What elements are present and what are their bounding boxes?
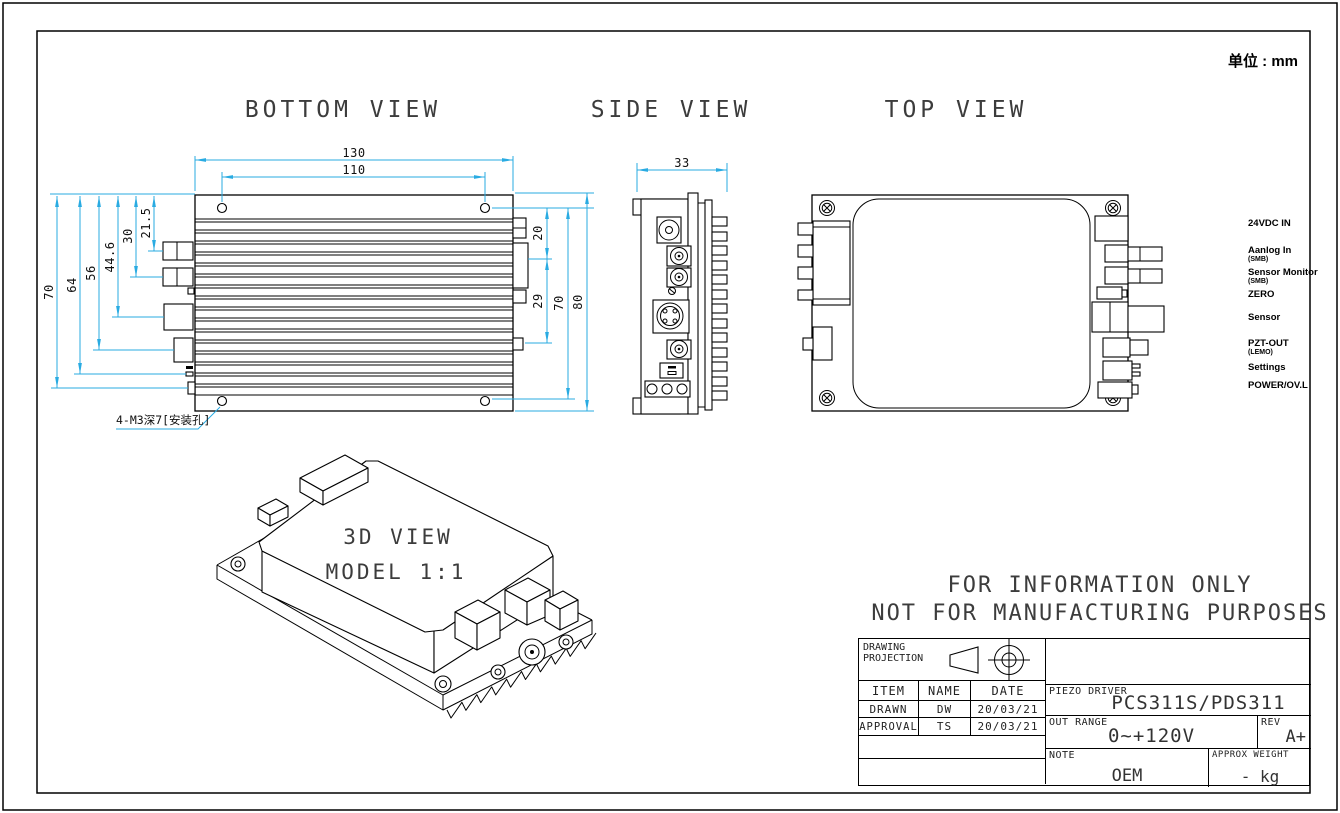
top-view-body bbox=[797, 194, 1165, 412]
heatsink-fins bbox=[195, 218, 513, 396]
title-block: DRAWING PROJECTION ITEM NAME DATE DRAWN … bbox=[858, 638, 1311, 787]
port-label-24vdc: 24VDC IN bbox=[1248, 218, 1291, 229]
dim-30-left: 30 bbox=[121, 228, 135, 244]
top-right-connectors bbox=[1091, 215, 1165, 399]
disclaimer-line-2: NOT FOR MANUFACTURING PURPOSES bbox=[871, 601, 1329, 626]
product-value: PCS311S/PDS311 bbox=[1111, 692, 1286, 714]
port-label-settings: Settings bbox=[1248, 362, 1286, 373]
dim-70-left: 70 bbox=[42, 284, 56, 300]
units-note: 单位 : mm bbox=[1228, 53, 1299, 70]
weight-label: APPROX WEIGHT bbox=[1212, 750, 1289, 760]
bottom-view-body bbox=[162, 194, 529, 412]
iso-dsub-connector bbox=[257, 454, 369, 527]
approval-date: 20/03/21 bbox=[971, 718, 1046, 736]
col-item: ITEM bbox=[859, 681, 919, 701]
note-cell: NOTE OEM bbox=[1046, 749, 1209, 787]
projection-cell: DRAWING PROJECTION bbox=[859, 639, 1046, 681]
note-label: NOTE bbox=[1049, 750, 1076, 761]
top-view-title: TOP VIEW bbox=[884, 97, 1028, 123]
iso-model-scale-label: MODEL 1:1 bbox=[325, 560, 467, 584]
dim-64-left: 64 bbox=[65, 277, 79, 293]
dim-56-left: 56 bbox=[84, 265, 98, 281]
bottom-right-connectors bbox=[512, 217, 529, 351]
dim-44-6-left: 44.6 bbox=[103, 241, 117, 273]
dim-21-5-left: 21.5 bbox=[139, 207, 153, 239]
approval-label: APPROVAL bbox=[859, 718, 919, 736]
iso-front-connectors bbox=[454, 577, 579, 680]
iso-view-label: 3D VIEW bbox=[343, 525, 453, 549]
drawn-name: DW bbox=[919, 701, 971, 718]
weight-cell: APPROX WEIGHT - kg bbox=[1209, 749, 1311, 787]
disclaimer-line-1: FOR INFORMATION ONLY bbox=[947, 573, 1253, 598]
col-name: NAME bbox=[919, 681, 971, 701]
frustum-symbol bbox=[949, 646, 979, 674]
side-view-body bbox=[632, 163, 728, 415]
dim-29-right: 29 bbox=[531, 293, 545, 309]
port-sub-sensor-monitor: (SMB) bbox=[1248, 278, 1269, 285]
rev-cell: REV A+ bbox=[1258, 716, 1311, 749]
dim-130: 130 bbox=[342, 146, 366, 160]
note-value: OEM bbox=[1111, 766, 1143, 786]
port-label-analog-in: Aanlog In bbox=[1248, 245, 1292, 256]
out-range-cell: OUT RANGE 0~+120V bbox=[1046, 716, 1258, 749]
drawn-label: DRAWN bbox=[859, 701, 919, 718]
port-sub-analog-in: (SMB) bbox=[1248, 256, 1269, 263]
rev-label: REV bbox=[1261, 717, 1281, 728]
iso-view-drawing bbox=[216, 454, 597, 719]
product-cell: PIEZO DRIVER PCS311S/PDS311 bbox=[1046, 685, 1311, 716]
projection-label: DRAWING PROJECTION bbox=[863, 642, 924, 664]
side-heatsink-teeth bbox=[711, 216, 728, 401]
dim-33-side: 33 bbox=[674, 156, 690, 170]
dim-80-right: 80 bbox=[571, 294, 585, 310]
port-label-zero: ZERO bbox=[1248, 289, 1275, 300]
top-left-connectors bbox=[797, 220, 851, 361]
dim-70-right: 70 bbox=[552, 295, 566, 311]
bottom-left-connectors bbox=[162, 241, 196, 395]
port-sub-pzt-out: (LEMO) bbox=[1248, 349, 1273, 356]
product-label: PIEZO DRIVER bbox=[1049, 686, 1128, 697]
mounting-hole-note: 4-M3深7[安装孔] bbox=[116, 413, 211, 427]
top-cover-outline bbox=[852, 198, 1091, 409]
port-label-pzt-out: PZT-OUT bbox=[1248, 338, 1289, 349]
empty-top-cell bbox=[1046, 639, 1311, 685]
weight-value: - kg bbox=[1240, 767, 1280, 786]
port-label-sensor: Sensor bbox=[1248, 312, 1281, 323]
dim-110: 110 bbox=[342, 163, 366, 177]
dim-20-right: 20 bbox=[531, 225, 545, 241]
port-label-sensor-monitor: Sensor Monitor bbox=[1248, 267, 1318, 278]
port-label-power-ovl: POWER/OV.L bbox=[1248, 380, 1308, 391]
mounting-holes bbox=[216, 202, 491, 407]
side-view-title: SIDE VIEW bbox=[590, 97, 752, 123]
out-range-value: 0~+120V bbox=[1107, 725, 1196, 747]
col-date: DATE bbox=[971, 681, 1046, 701]
mounting-note-leader bbox=[116, 406, 221, 430]
bottom-view-title: BOTTOM VIEW bbox=[244, 97, 442, 123]
rev-value: A+ bbox=[1285, 727, 1306, 747]
drawn-date: 20/03/21 bbox=[971, 701, 1046, 718]
projection-symbols bbox=[949, 639, 1030, 681]
side-panel-connectors bbox=[644, 216, 692, 398]
out-range-label: OUT RANGE bbox=[1049, 717, 1108, 728]
iso-screws bbox=[230, 556, 452, 693]
iso-heatsink-fins bbox=[446, 632, 597, 719]
empty-row-1 bbox=[859, 736, 1046, 759]
bottom-view-dimensions bbox=[50, 156, 594, 430]
empty-row-2 bbox=[859, 759, 1046, 784]
approval-name: TS bbox=[919, 718, 971, 736]
